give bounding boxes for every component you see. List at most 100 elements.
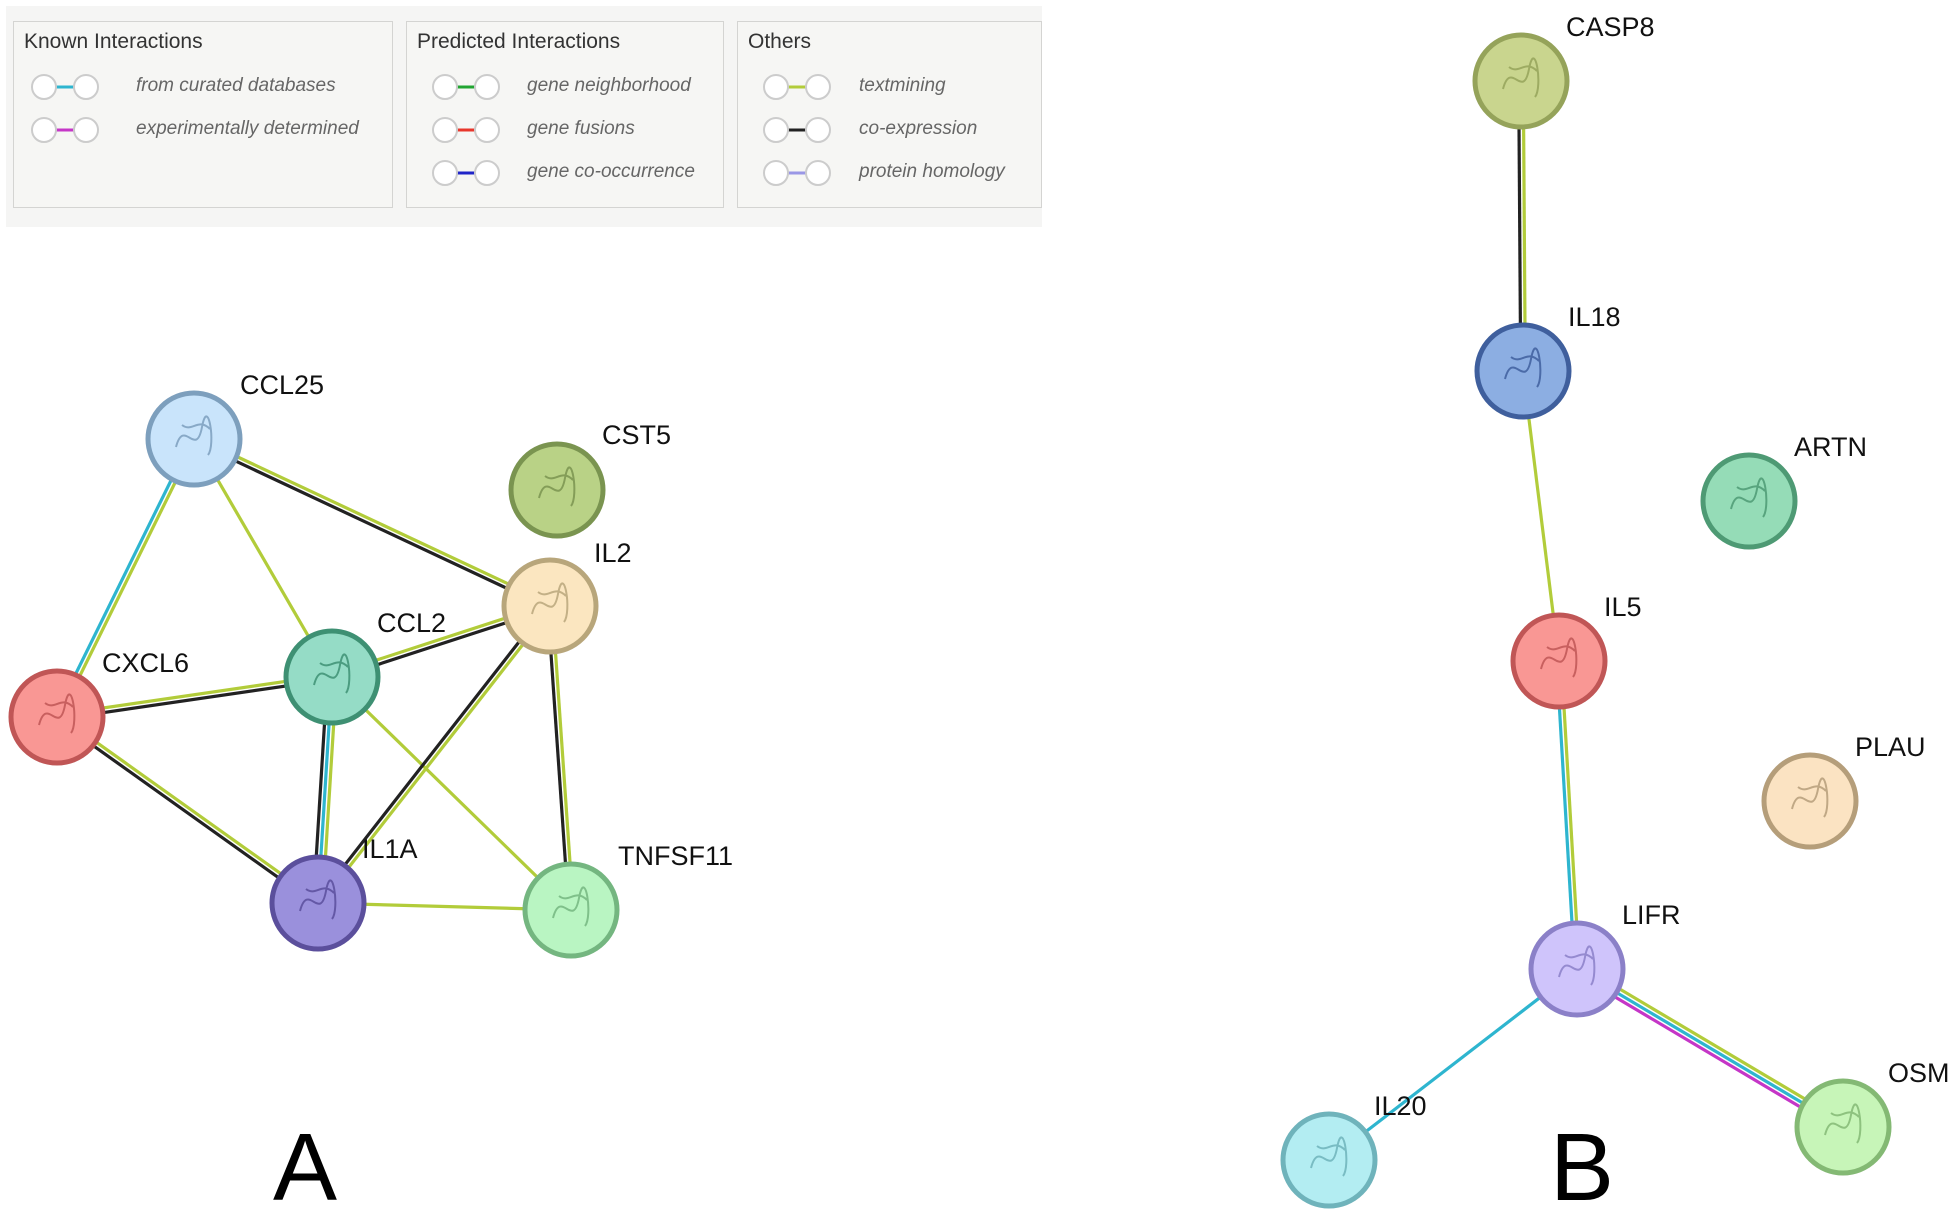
protein-node-label: LIFR	[1622, 900, 1681, 930]
protein-node-cxcl6[interactable]: CXCL6	[8, 648, 189, 766]
protein-structure-icon	[1558, 945, 1596, 986]
protein-node-tnfsf11[interactable]: TNFSF11	[522, 841, 733, 959]
edge-evidence-line	[546, 606, 571, 911]
edge-evidence-line	[314, 603, 550, 903]
protein-node-il1a[interactable]: IL1A	[269, 834, 418, 952]
protein-structure-icon	[1791, 777, 1829, 818]
protein-structure-icon	[313, 653, 351, 694]
panel-letter-b: B	[1550, 1114, 1614, 1215]
protein-node-label: CASP8	[1566, 12, 1655, 42]
protein-node-il20[interactable]: IL20	[1280, 1091, 1427, 1209]
legend-group-title: Known Interactions	[24, 30, 203, 53]
edge-evidence-line	[330, 675, 573, 912]
legend-item-label: gene fusions	[527, 118, 635, 139]
edge-color-swatch-icon	[31, 74, 99, 100]
protein-node-label: TNFSF11	[618, 841, 733, 871]
edge-evidence-line	[53, 437, 194, 717]
protein-node-plau[interactable]: PLAU	[1761, 732, 1926, 850]
edge-evidence-line	[1573, 971, 1842, 1133]
protein-node-label: CCL2	[377, 608, 446, 638]
protein-node-artn[interactable]: ARTN	[1700, 432, 1867, 550]
edge-CCL2-TNFSF11	[330, 675, 573, 912]
edge-color-swatch-icon	[763, 117, 831, 143]
edge-color-swatch-icon	[432, 160, 500, 186]
protein-node-osm[interactable]: OSM	[1794, 1058, 1950, 1176]
legend-item-label: textmining	[859, 75, 946, 96]
legend-panel: Known Interactions from curated database…	[6, 6, 1042, 227]
edge-CXCL6-IL1A	[54, 713, 321, 907]
edge-IL18-IL5	[1521, 370, 1561, 662]
legend-item: protein homology	[738, 156, 1041, 190]
edge-evidence-line	[1559, 660, 1581, 969]
protein-node-label: IL2	[594, 538, 632, 568]
protein-node-lifr[interactable]: LIFR	[1528, 900, 1681, 1018]
edge-evidence-line	[1521, 370, 1561, 662]
panel-letter-a: A	[273, 1114, 337, 1215]
protein-node-label: ARTN	[1794, 432, 1867, 462]
protein-node-label: CCL25	[240, 370, 324, 400]
edge-CCL25-CXCL6	[53, 437, 198, 719]
edge-evidence-line	[57, 713, 321, 903]
protein-structure-icon	[1540, 637, 1578, 678]
protein-structure-icon	[1310, 1136, 1348, 1177]
protein-node-il5[interactable]: IL5	[1510, 592, 1642, 710]
protein-node-label: IL18	[1568, 302, 1621, 332]
edge-CCL25-IL2	[192, 435, 552, 610]
protein-node-ccl25[interactable]: CCL25	[145, 370, 324, 488]
edge-color-swatch-icon	[763, 160, 831, 186]
edge-color-swatch-icon	[31, 117, 99, 143]
protein-node-il18[interactable]: IL18	[1474, 302, 1621, 420]
edge-evidence-line	[194, 435, 552, 606]
legend-group-others: Others textmining co-expression pr	[737, 21, 1042, 208]
edge-evidence-line	[1328, 967, 1578, 1162]
legend-item: from curated databases	[14, 70, 392, 104]
protein-structure-icon	[538, 466, 576, 507]
edge-evidence-line	[1576, 967, 1844, 1129]
legend-item-label: experimentally determined	[136, 118, 359, 139]
protein-structure-icon	[531, 582, 569, 623]
protein-structure-icon	[299, 879, 337, 920]
edge-evidence-line	[1578, 963, 1847, 1125]
protein-node-ccl2[interactable]: CCL2	[283, 608, 446, 726]
legend-group-title: Predicted Interactions	[417, 30, 621, 53]
edge-evidence-line	[57, 439, 198, 719]
legend-item-label: gene neighborhood	[527, 75, 691, 96]
legend-item: gene co-occurrence	[407, 156, 723, 190]
legend-item: textmining	[738, 70, 1041, 104]
protein-node-label: IL20	[1374, 1091, 1427, 1121]
protein-node-label: IL1A	[362, 834, 418, 864]
protein-node-casp8[interactable]: CASP8	[1472, 12, 1655, 130]
protein-node-label: CXCL6	[102, 648, 189, 678]
edge-evidence-line	[54, 717, 318, 907]
protein-structure-icon	[1824, 1103, 1862, 1144]
protein-structure-icon	[1730, 477, 1768, 518]
legend-group-known: Known Interactions from curated database…	[13, 21, 393, 208]
legend-item: co-expression	[738, 113, 1041, 147]
legend-item: gene neighborhood	[407, 70, 723, 104]
protein-structure-icon	[38, 693, 76, 734]
legend-item-label: gene co-occurrence	[527, 161, 695, 182]
edge-evidence-line	[1555, 661, 1577, 970]
legend-item-label: co-expression	[859, 118, 978, 139]
protein-structure-icon	[175, 415, 213, 456]
protein-node-il2[interactable]: IL2	[501, 538, 632, 655]
edge-LIFR-OSM	[1573, 963, 1847, 1133]
edge-color-swatch-icon	[432, 117, 500, 143]
legend-item: experimentally determined	[14, 113, 392, 147]
protein-node-label: OSM	[1888, 1058, 1950, 1088]
protein-structure-icon	[552, 886, 590, 927]
edge-IL2-IL1A	[314, 603, 554, 906]
edge-evidence-line	[318, 606, 554, 906]
legend-group-title: Others	[748, 30, 812, 53]
edge-evidence-line	[550, 605, 575, 910]
protein-structure-icon	[1504, 347, 1542, 388]
edge-LIFR-IL20	[1328, 967, 1578, 1162]
protein-node-cst5[interactable]: CST5	[508, 420, 671, 539]
edge-IL5-LIFR	[1555, 660, 1581, 970]
protein-node-label: PLAU	[1855, 732, 1926, 762]
legend-item-label: protein homology	[859, 161, 1005, 182]
protein-node-label: CST5	[602, 420, 671, 450]
legend-item-label: from curated databases	[136, 75, 336, 96]
